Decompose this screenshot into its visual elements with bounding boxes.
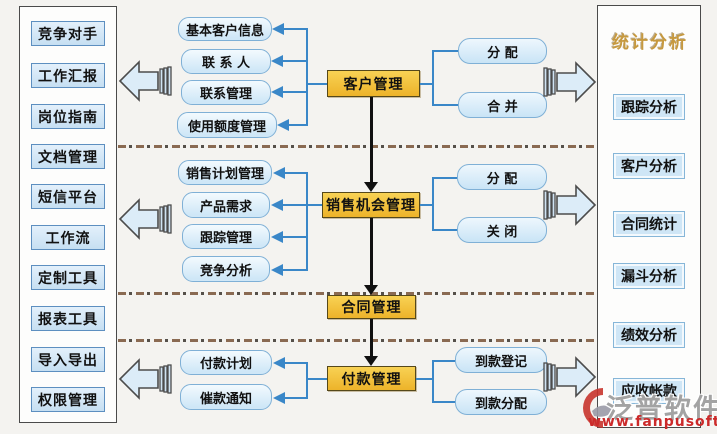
connector-line	[282, 269, 308, 271]
connector-line	[432, 177, 457, 179]
connector-line	[282, 236, 308, 238]
node-assign-1: 分 配	[458, 38, 547, 64]
watermark: 泛普软件 www.fanpusoft.com	[578, 383, 717, 434]
block-arrow-right-icon	[543, 356, 597, 398]
connector-line	[432, 177, 434, 231]
flow-arrow-down-icon	[364, 356, 378, 366]
node-dunning-notice: 催款通知	[180, 384, 272, 410]
block-arrow-left-icon	[118, 198, 172, 240]
node-contacts: 联 系 人	[181, 49, 271, 74]
connector-line	[306, 28, 308, 126]
sidebar-item-sms-platform: 短信平台	[31, 184, 105, 209]
connector-line	[416, 378, 433, 380]
flow-arrow-down-icon	[364, 182, 378, 192]
node-merge: 合 并	[458, 92, 547, 118]
connector-line	[284, 397, 308, 399]
sidebar-item-workflow: 工作流	[31, 225, 105, 250]
sidebar-item-work-report: 工作汇报	[31, 63, 105, 88]
node-receipt-allocation: 到款分配	[455, 389, 547, 415]
connector-line	[306, 378, 327, 380]
statistics-panel-title: 统计分析	[612, 32, 688, 53]
dashed-separator	[118, 292, 597, 295]
connector-line	[432, 360, 434, 403]
connector-arrowhead-icon	[272, 23, 284, 35]
node-sales-plan-mgmt: 销售计划管理	[178, 160, 272, 185]
connector-line	[420, 204, 433, 206]
sidebar-item-job-guide: 岗位指南	[31, 104, 105, 129]
connector-line	[284, 172, 308, 174]
connector-line	[306, 172, 308, 270]
node-tracking-mgmt: 跟踪管理	[182, 224, 270, 249]
stats-item-receivables: 应收帐款	[613, 378, 685, 404]
statistics-panel: 统计分析 跟踪分析 客户分析 合同统计 漏斗分析 绩效分析 应收帐款	[597, 5, 701, 428]
dashed-separator	[118, 145, 597, 148]
connector-arrowhead-icon	[273, 392, 285, 404]
watermark-url: www.fanpusoft.com	[588, 414, 717, 430]
stats-item-performance-analysis: 绩效分析	[613, 322, 685, 348]
connector-line	[306, 83, 327, 85]
connector-arrowhead-icon	[277, 119, 289, 131]
connector-line	[284, 362, 308, 364]
connector-arrowhead-icon	[271, 199, 283, 211]
sidebar-item-report-tools: 报表工具	[31, 306, 105, 331]
connector-line	[432, 104, 458, 106]
node-receipt-register: 到款登记	[455, 347, 547, 373]
connector-arrowhead-icon	[273, 357, 285, 369]
connector-line	[432, 360, 455, 362]
node-product-demand: 产品需求	[182, 192, 270, 218]
connector-line	[432, 229, 457, 231]
connector-line	[284, 28, 308, 30]
node-assign-2: 分 配	[457, 164, 547, 190]
node-quota-mgmt: 使用额度管理	[177, 112, 277, 138]
connector-arrowhead-icon	[271, 86, 283, 98]
connector-line	[432, 50, 434, 106]
block-arrow-left-icon	[118, 358, 172, 400]
sidebar-item-doc-mgmt: 文档管理	[31, 144, 105, 169]
node-competition-analysis: 竞争分析	[182, 256, 270, 282]
left-tools-panel: 竞争对手 工作汇报 岗位指南 文档管理 短信平台 工作流 定制工具 报表工具 导…	[19, 6, 117, 423]
stats-item-contract-statistics: 合同统计	[613, 211, 685, 237]
module-contract-mgmt: 合同管理	[327, 295, 416, 319]
connector-line	[420, 83, 433, 85]
fanpu-logo-icon	[583, 388, 614, 428]
connector-line	[432, 401, 455, 403]
connector-arrowhead-icon	[271, 55, 283, 67]
dashed-separator	[118, 339, 597, 342]
module-sales-opportunity-mgmt: 销售机会管理	[322, 192, 420, 218]
node-payment-plan: 付款计划	[180, 350, 272, 375]
sidebar-item-import-export: 导入导出	[31, 347, 105, 372]
connector-line	[306, 362, 308, 399]
connector-line	[283, 60, 308, 62]
module-payment-mgmt: 付款管理	[327, 366, 416, 391]
block-arrow-right-icon	[543, 61, 597, 103]
connector-arrowhead-icon	[273, 167, 285, 179]
flow-arrow-down-icon	[364, 285, 378, 295]
connector-arrowhead-icon	[271, 231, 283, 243]
block-arrow-left-icon	[118, 60, 172, 102]
flow-line	[370, 319, 373, 357]
connector-line	[283, 91, 308, 93]
connector-line	[282, 204, 322, 206]
stats-item-funnel-analysis: 漏斗分析	[613, 263, 685, 289]
block-arrow-right-icon	[543, 184, 597, 226]
flow-line	[370, 218, 373, 285]
stats-item-tracking-analysis: 跟踪分析	[613, 94, 685, 120]
sidebar-item-permissions: 权限管理	[31, 387, 105, 412]
node-contact-mgmt: 联系管理	[181, 80, 271, 105]
node-close: 关 闭	[457, 217, 547, 243]
connector-line	[289, 124, 308, 126]
connector-line	[432, 50, 458, 52]
module-customer-mgmt: 客户管理	[327, 70, 420, 97]
stats-item-customer-analysis: 客户分析	[613, 153, 685, 179]
sidebar-item-competitors: 竞争对手	[31, 21, 105, 46]
watermark-brand: 泛普软件	[606, 394, 717, 425]
connector-arrowhead-icon	[271, 264, 283, 276]
sidebar-item-custom-tools: 定制工具	[31, 265, 105, 290]
flow-line	[370, 97, 373, 182]
node-basic-customer-info: 基本客户信息	[178, 17, 272, 41]
